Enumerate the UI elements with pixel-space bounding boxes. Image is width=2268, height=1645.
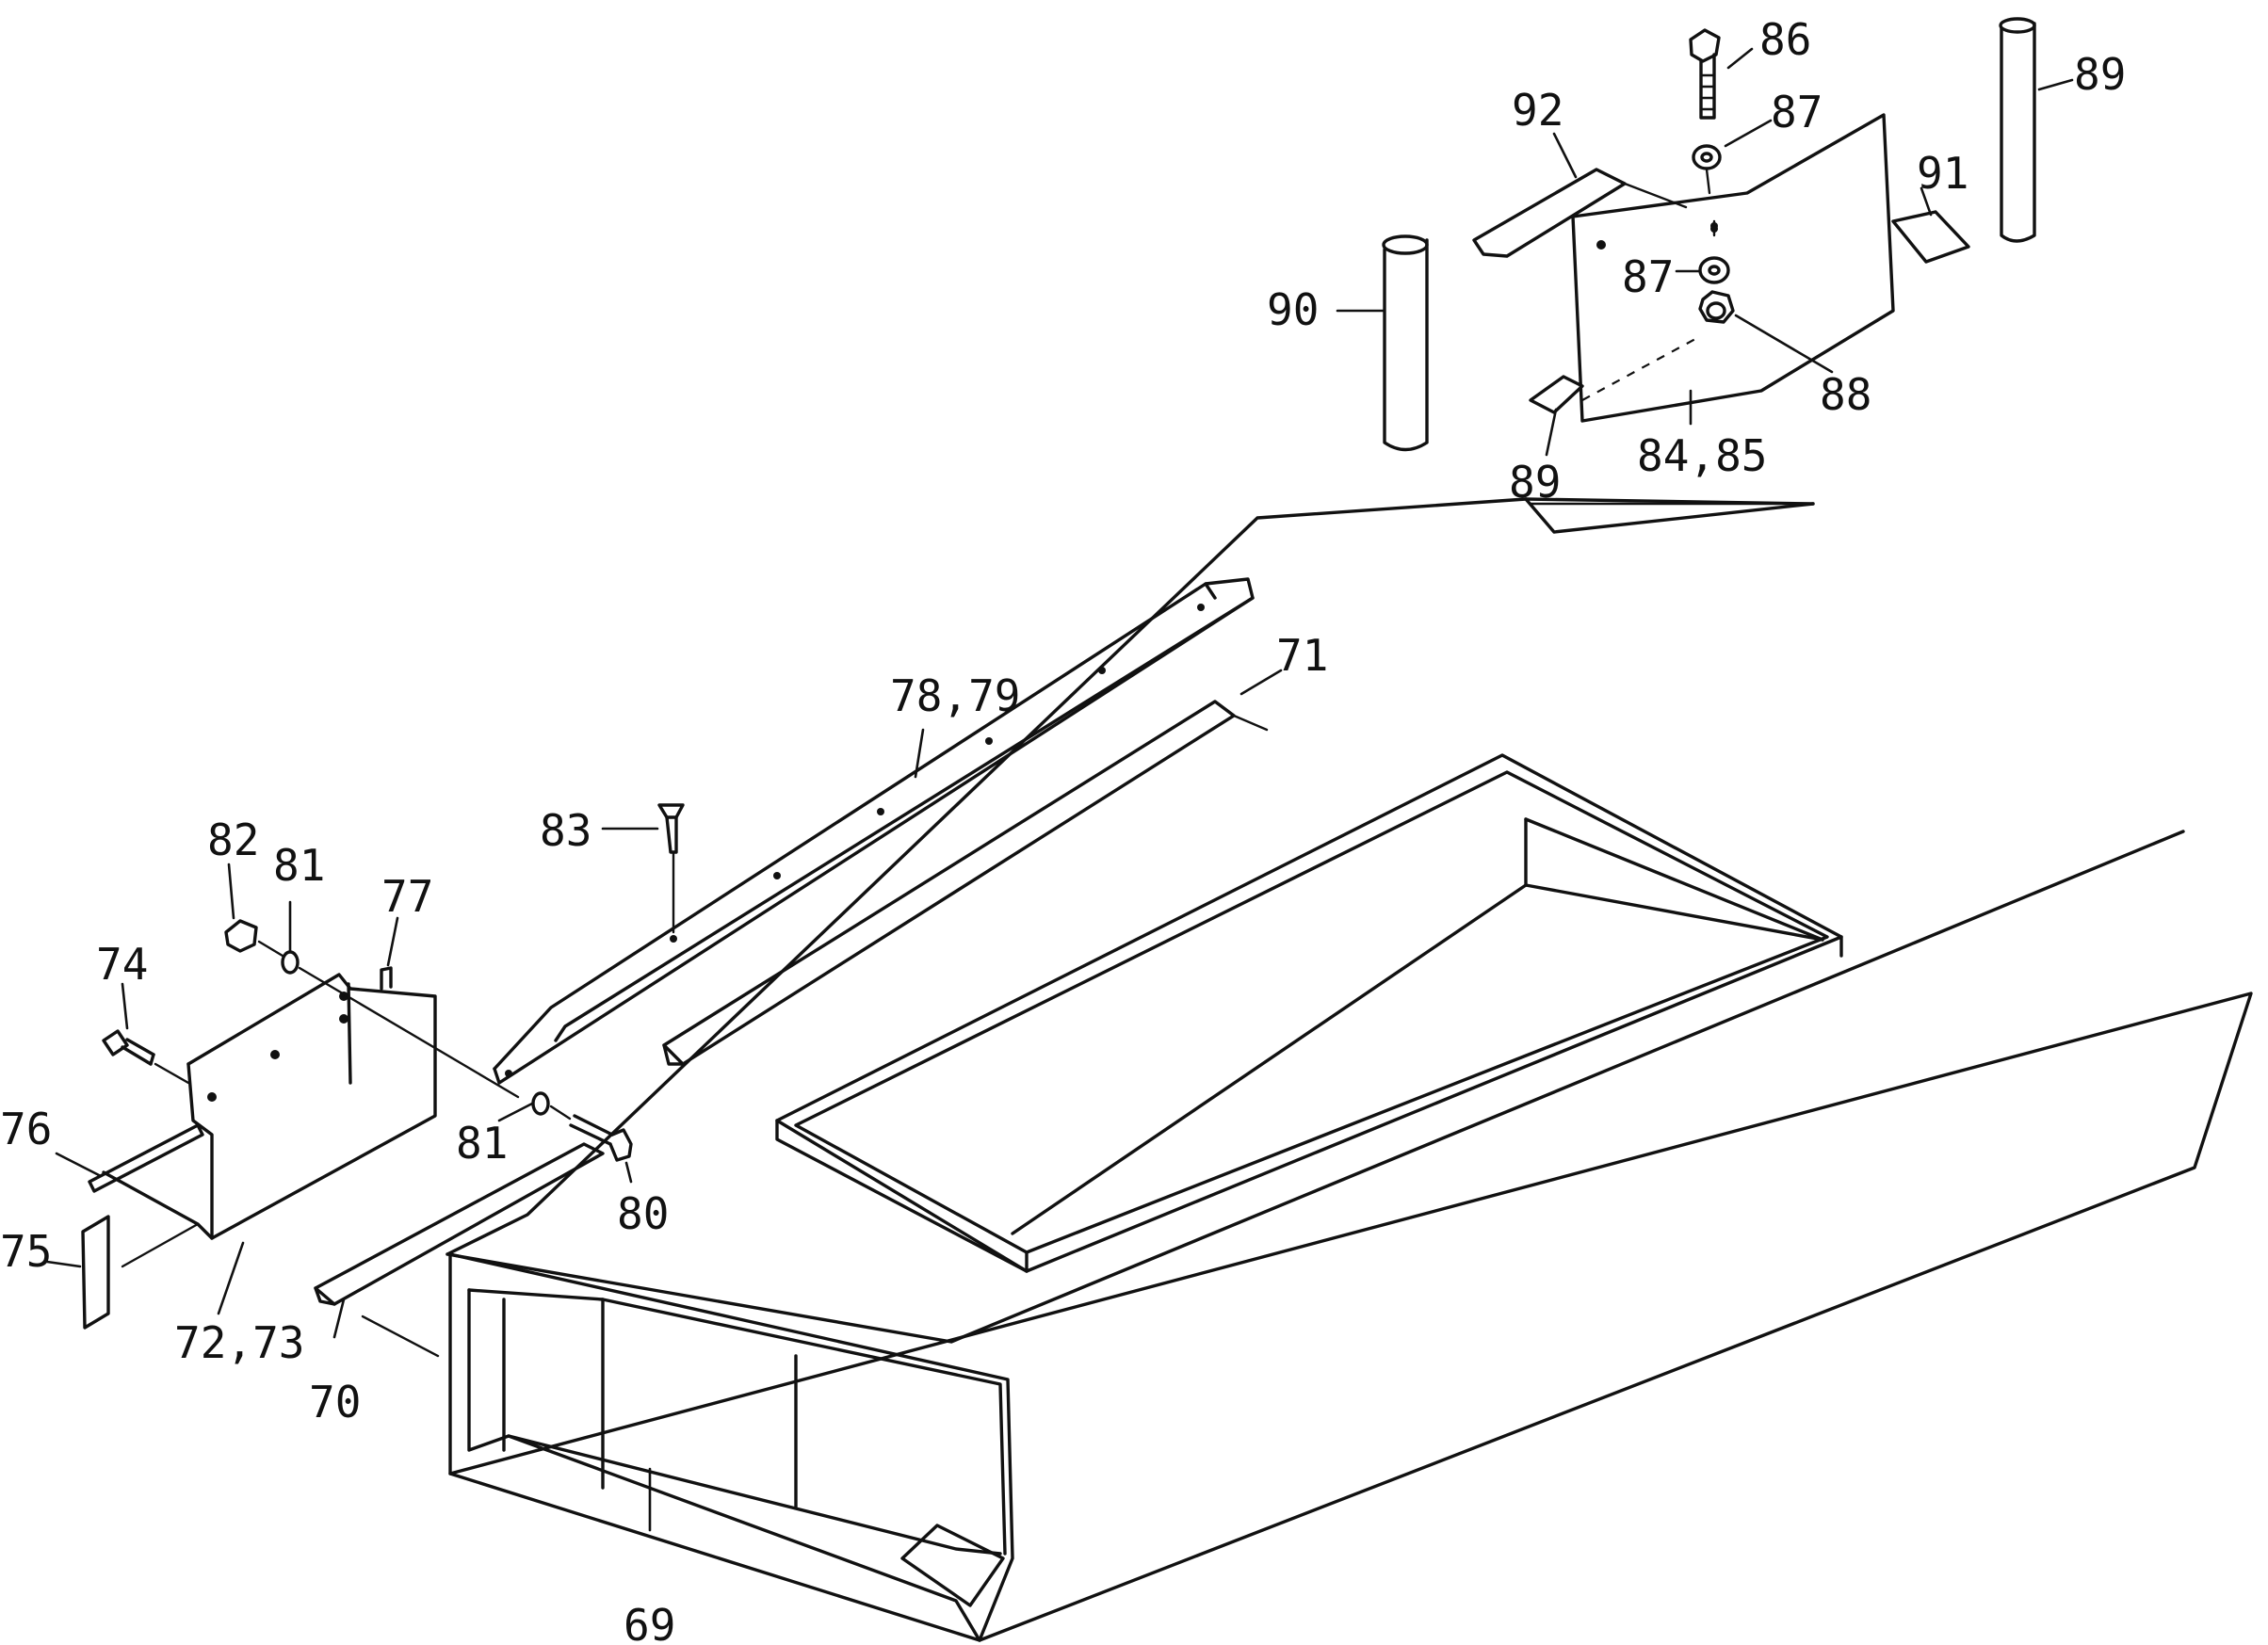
- bolt-86: [1689, 28, 1721, 120]
- housing-69: [446, 497, 2253, 1642]
- assembly-lines-right: [1581, 168, 1718, 401]
- pin-77: [380, 966, 393, 991]
- callout-70: 70: [309, 1377, 361, 1427]
- washer-87-upper: [1692, 144, 1722, 170]
- callout-76: 76: [0, 1104, 52, 1154]
- callout-77: 77: [381, 871, 433, 922]
- recessed-tray: [775, 753, 1843, 1273]
- callout-86: 86: [1759, 14, 1811, 65]
- leader-lines: [45, 47, 2074, 1532]
- callout-87-upper: 87: [1771, 87, 1822, 137]
- callout-83: 83: [540, 805, 591, 856]
- callout-87-lower: 87: [1622, 251, 1674, 302]
- callout-82: 82: [207, 814, 259, 865]
- callout-72-73: 72,73: [174, 1317, 304, 1368]
- screw-74: [102, 1029, 155, 1066]
- strip-70: [314, 1142, 605, 1306]
- clip-91: [1891, 210, 1970, 264]
- callout-91: 91: [1917, 148, 1968, 199]
- callout-92: 92: [1512, 85, 1563, 136]
- washer-81-lower: [531, 1091, 550, 1116]
- nut-82: [224, 919, 258, 953]
- callout-69: 69: [624, 1600, 675, 1645]
- rail-71: [662, 700, 1236, 1066]
- strip-92: [1472, 168, 1688, 258]
- callout-75: 75: [0, 1226, 52, 1277]
- callout-88: 88: [1820, 369, 1871, 420]
- part-75: [81, 1215, 110, 1330]
- callout-90: 90: [1267, 284, 1319, 335]
- callout-89-lower: 89: [1509, 457, 1561, 508]
- callout-80: 80: [617, 1188, 669, 1239]
- screw-83: [657, 803, 685, 854]
- callout-71: 71: [1276, 630, 1328, 681]
- callout-81-lower: 81: [456, 1118, 508, 1169]
- shaft-76: [88, 1123, 204, 1193]
- bracket-72-73: [102, 973, 437, 1240]
- bolt-80: [569, 1114, 633, 1162]
- callout-labels: 69 70 71 72,73 74 75 76 77 78,79 80 81 8…: [0, 14, 2126, 1645]
- clip-89-lower: [1529, 375, 1584, 414]
- post-90: [1382, 234, 1429, 452]
- washer-87-lower: [1698, 256, 1730, 284]
- washer-81-upper: [281, 950, 300, 975]
- callout-81-upper: 81: [273, 840, 325, 891]
- callout-89-upper: 89: [2074, 49, 2126, 100]
- assembly-lines-left: [121, 502, 1815, 1358]
- nut-88: [1698, 290, 1735, 324]
- callout-84-85: 84,85: [1637, 430, 1767, 481]
- callout-74: 74: [96, 939, 148, 990]
- rail-78-79: [493, 577, 1255, 1085]
- post-89-upper: [1999, 17, 2036, 243]
- callout-78-79: 78,79: [890, 670, 1020, 721]
